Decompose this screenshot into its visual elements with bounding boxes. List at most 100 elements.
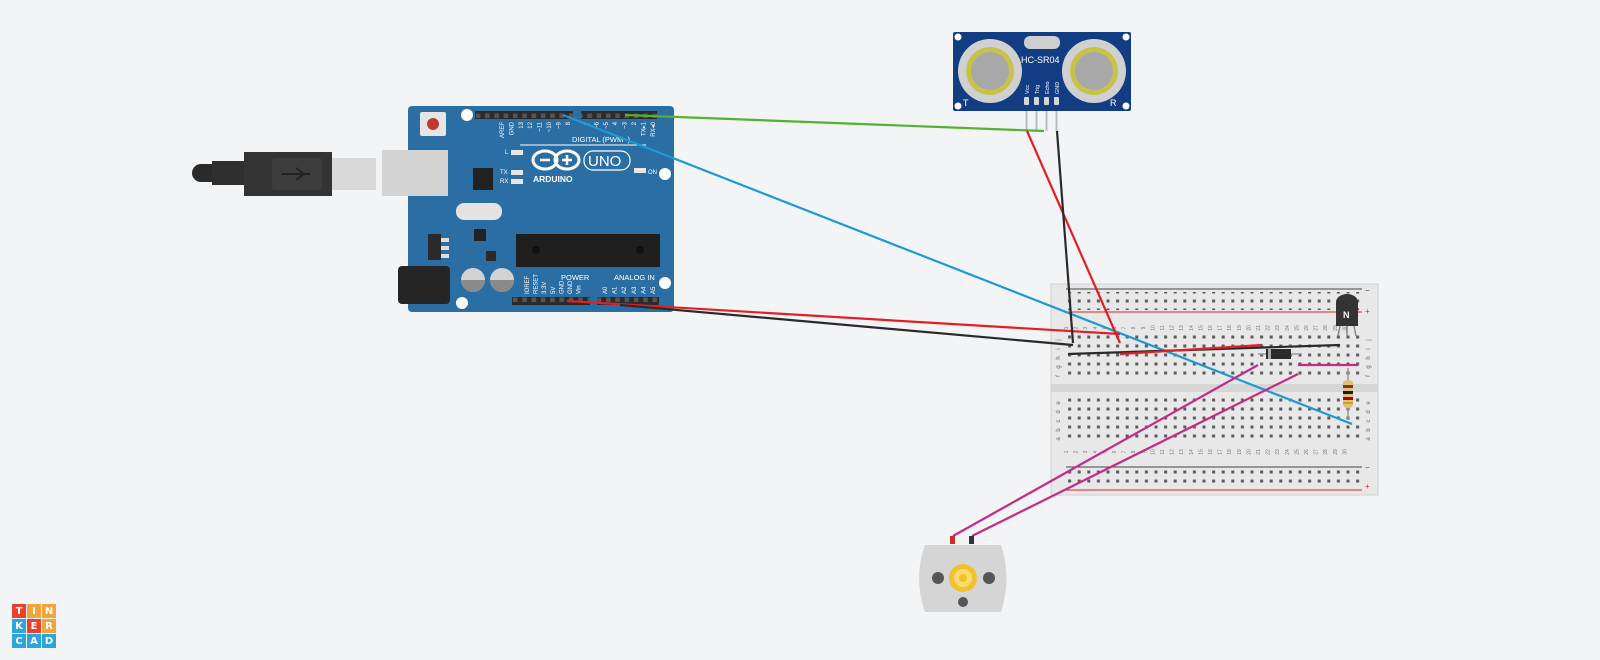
diode[interactable] [1258, 349, 1300, 359]
led-rx [511, 179, 523, 184]
row-label: c [1366, 420, 1372, 423]
top-minus-label: − [1365, 286, 1370, 295]
mount-hole [461, 109, 473, 121]
wire-green-trig[interactable] [624, 113, 1045, 133]
column-number: 16 [1208, 449, 1214, 455]
column-number: 24 [1285, 325, 1291, 331]
logo-letter: A [27, 634, 41, 648]
wire-black-gnd[interactable] [619, 303, 1074, 347]
wires [562, 113, 1358, 537]
column-number: 6 [1112, 450, 1118, 453]
pin-label: A0 [603, 286, 609, 294]
terminal-rows-abcde[interactable] [1064, 398, 1362, 443]
column-number: 25 [1294, 325, 1300, 331]
column-number: 13 [1179, 325, 1185, 331]
pin-label: A5 [651, 286, 657, 294]
smd-chip [474, 229, 486, 241]
pin-label: A1 [613, 286, 619, 294]
column-number: 1 [1064, 450, 1070, 453]
resistor[interactable] [1343, 368, 1353, 420]
column-number: 18 [1227, 449, 1233, 455]
led-label-rx: RX [500, 179, 508, 185]
pin-label: ~5 [604, 121, 610, 129]
logo-letter: R [42, 619, 56, 633]
logo-letter: I [27, 604, 41, 618]
dc-motor[interactable] [919, 536, 1007, 612]
pin-label: ~10 [547, 121, 553, 132]
logo-letter: K [12, 619, 26, 633]
pin-label: ~11 [538, 121, 544, 131]
bottom-minus-label: − [1365, 463, 1370, 472]
transistor-label: N [1343, 310, 1350, 320]
pin-label: 12 [528, 121, 534, 128]
wire-blue-echo[interactable] [562, 113, 1353, 426]
logo-letter: N [42, 604, 56, 618]
npn-transistor[interactable]: N [1336, 294, 1358, 337]
usb-chip [473, 168, 493, 190]
column-number: 27 [1314, 325, 1320, 331]
row-label: b [1366, 428, 1372, 432]
column-number: 1 [1064, 326, 1070, 329]
usb-cable[interactable] [192, 152, 376, 196]
arduino-infinity-logo-icon [531, 149, 581, 171]
column-number: 23 [1275, 325, 1281, 331]
row-label: c [1056, 420, 1062, 423]
reset-button-cap[interactable] [427, 118, 439, 130]
sensor-pin-label: Trig [1035, 85, 1041, 94]
sensor-t-mark: T [963, 98, 969, 108]
column-number: 30 [1342, 325, 1348, 331]
row-label: g [1056, 365, 1062, 368]
column-number: 3 [1083, 450, 1089, 453]
resistor-band-3 [1343, 397, 1353, 400]
column-number: 4 [1093, 450, 1099, 453]
pin-label: 2 [632, 121, 638, 125]
terminal-rows-fghij[interactable] [1064, 335, 1362, 380]
column-number: 8 [1131, 450, 1137, 453]
row-label: d [1056, 410, 1062, 413]
pin-label: A4 [641, 286, 647, 294]
pin-label: 8 [566, 121, 572, 125]
mount-hole [456, 297, 468, 309]
usb-strain-relief [212, 161, 244, 185]
led-l [511, 150, 523, 155]
usb-symbol-icon [282, 167, 310, 181]
column-number: 11 [1160, 449, 1166, 454]
wire-red-sensor-vcc[interactable] [1025, 130, 1122, 344]
row-label: g [1366, 365, 1372, 368]
motor-terminal-black[interactable] [969, 536, 974, 544]
mount-hole [659, 168, 671, 180]
wire-red-breadboard[interactable] [1119, 343, 1263, 356]
motor-terminal-red[interactable] [950, 536, 955, 544]
sensor-r-mark: R [1110, 98, 1117, 108]
logo-letter: C [12, 634, 26, 648]
sensor-pin-gnd[interactable] [1055, 111, 1058, 131]
wire-red-5v[interactable] [566, 299, 1121, 336]
sensor-pin-vcc[interactable] [1025, 111, 1028, 131]
digital-label: DIGITAL (PWM~) [572, 135, 631, 144]
wire-magenta-motor-2[interactable] [971, 373, 1299, 537]
top-plus-label: + [1365, 307, 1370, 316]
wire-black-sensor-gnd[interactable] [1055, 130, 1075, 344]
sensor-pin-trig[interactable] [1035, 111, 1038, 131]
column-number: 2 [1074, 450, 1080, 453]
pin-label: A3 [632, 286, 638, 294]
column-number: 26 [1304, 325, 1310, 331]
atmega-chip [516, 234, 660, 267]
column-number: 23 [1275, 449, 1281, 455]
top-power-rail-holes[interactable] [1064, 292, 1362, 310]
uno-badge [583, 150, 631, 171]
column-number: 4 [1093, 326, 1099, 329]
bottom-power-rail-holes[interactable] [1064, 470, 1362, 488]
wire-magenta-motor-1[interactable] [952, 364, 1259, 537]
column-number: 12 [1170, 449, 1176, 455]
motor-gear-icon [949, 564, 977, 592]
sensor-pin-echo[interactable] [1045, 111, 1048, 131]
resistor-band-1 [1343, 385, 1353, 388]
analog-label: ANALOG IN [614, 273, 655, 282]
